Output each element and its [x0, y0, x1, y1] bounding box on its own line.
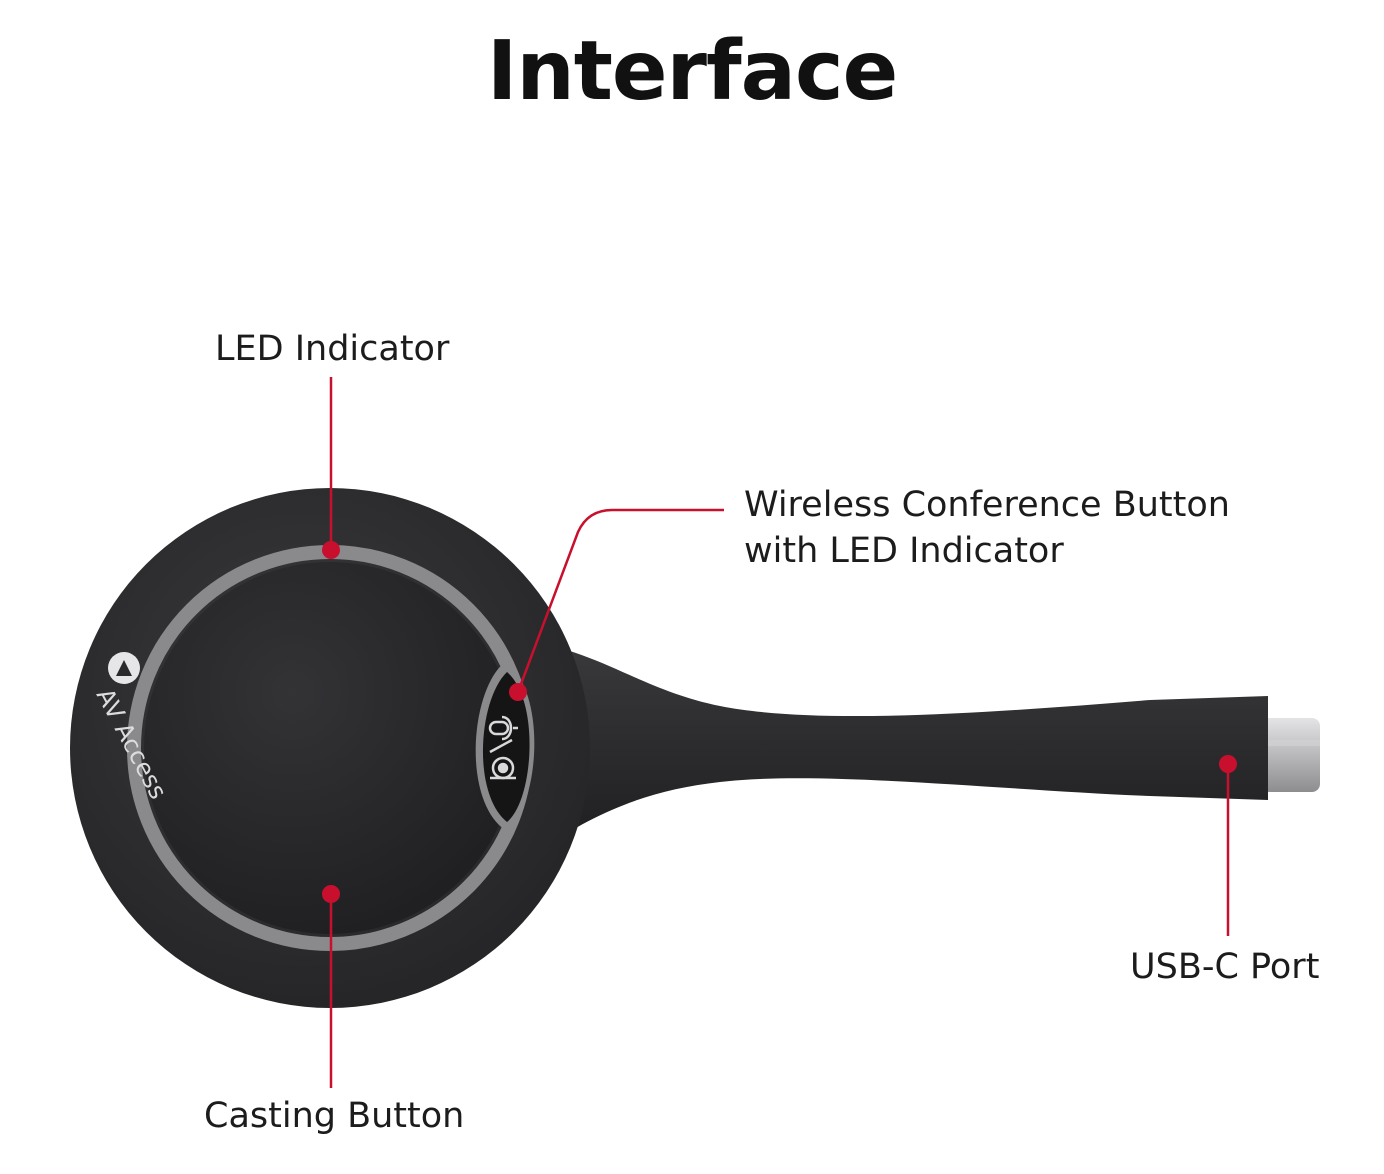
- camera-icon: [490, 756, 516, 780]
- device-handle: [520, 640, 1268, 850]
- slash-icon: [489, 738, 513, 754]
- callout-usb-c-port: [1219, 755, 1237, 936]
- callout-wireless-button: [509, 508, 724, 701]
- wireless-conference-button[interactable]: [475, 662, 535, 830]
- label-wireless-line1: Wireless Conference Button: [744, 485, 1230, 525]
- label-wireless-line2: with LED Indicator: [744, 531, 1064, 571]
- label-casting-button: Casting Button: [204, 1096, 465, 1136]
- label-led-indicator: LED Indicator: [215, 329, 450, 369]
- callout-casting-button: [322, 885, 340, 1088]
- casting-button[interactable]: [144, 562, 516, 934]
- callout-led-indicator: [322, 377, 340, 559]
- usb-c-plug: [1262, 718, 1320, 792]
- label-usb-c-port: USB-C Port: [1130, 947, 1320, 987]
- microphone-icon: [488, 715, 518, 741]
- page-title: Interface: [486, 24, 898, 119]
- label-wireless-conference-button: Wireless Conference Button with LED Indi…: [744, 482, 1230, 574]
